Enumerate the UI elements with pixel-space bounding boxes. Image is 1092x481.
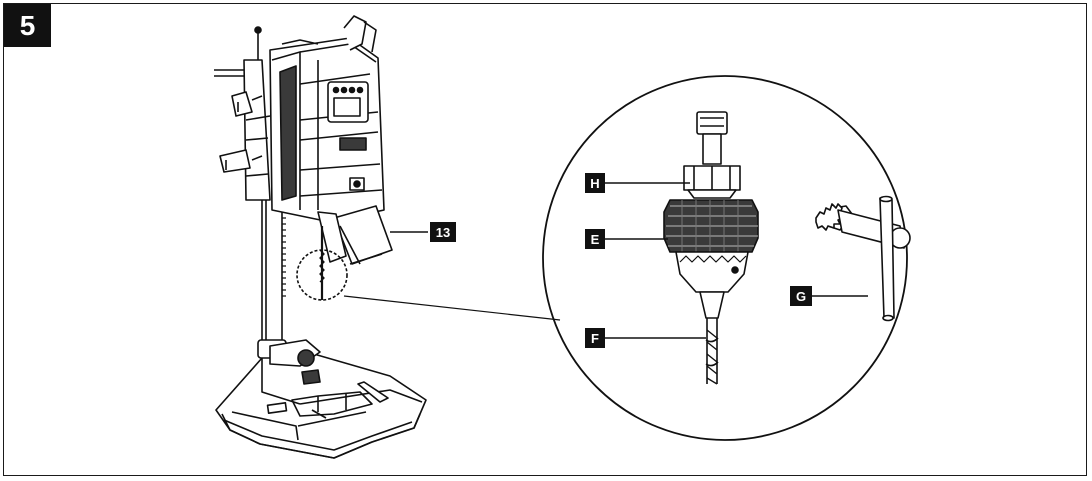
drill-stand-column — [257, 196, 321, 385]
drill-body — [269, 15, 385, 223]
callout-H: H — [585, 173, 605, 193]
figure-number: 5 — [4, 4, 51, 47]
chuck-key — [815, 195, 911, 322]
callout-F: F — [585, 328, 605, 348]
figure-frame — [3, 3, 1087, 476]
callout-13: 13 — [430, 222, 456, 242]
leader-lines — [390, 182, 868, 339]
battery-pack — [317, 205, 393, 265]
detail-connector — [343, 295, 561, 321]
callout-E: E — [585, 229, 605, 249]
callout-G: G — [790, 286, 812, 306]
detail-marker-circle — [296, 249, 348, 301]
drill-stand-carriage — [214, 26, 271, 201]
detail-magnifier-circle — [542, 75, 908, 441]
drill-bit-detail — [705, 318, 719, 385]
chuck-assembly — [663, 111, 759, 319]
drill-stand-base — [215, 349, 427, 459]
